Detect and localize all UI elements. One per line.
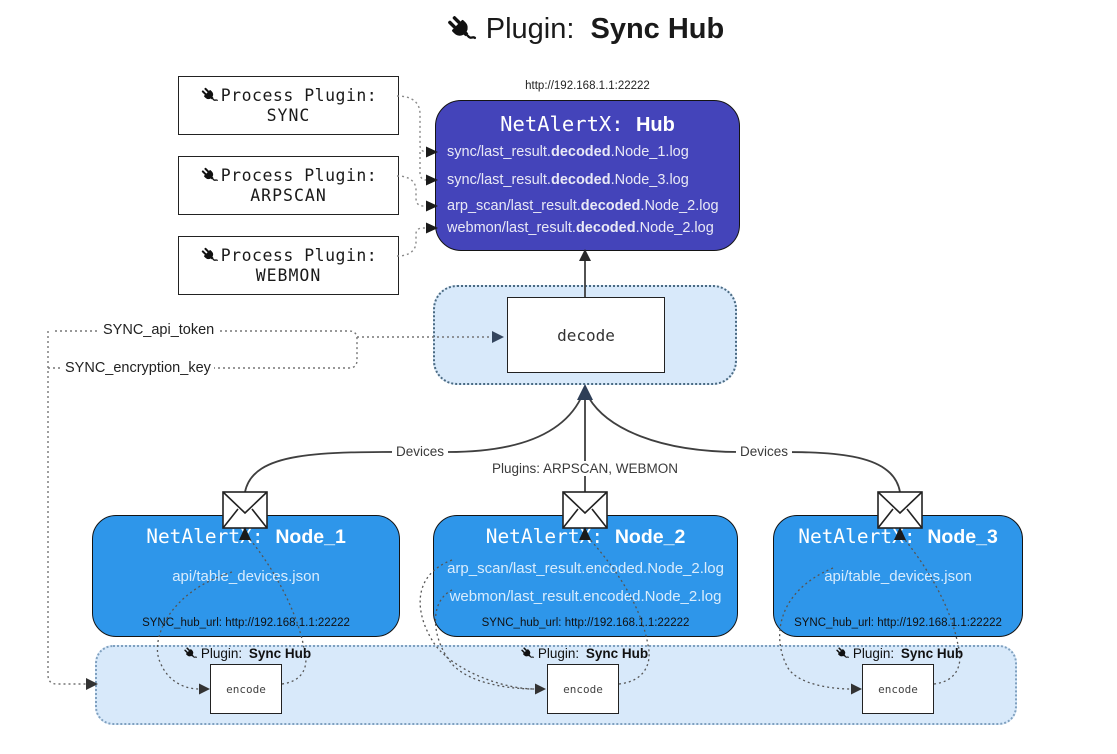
hub-node: NetAlertX: Hub sync/last_result.decoded.…	[435, 100, 740, 251]
title-name: Sync Hub	[590, 13, 725, 45]
node-title: NetAlertX: Node_2	[485, 525, 686, 548]
plug-icon	[520, 646, 535, 661]
process-plugin-label: Process Plugin:	[220, 246, 378, 265]
edge-label-devices-right: Devices	[735, 444, 793, 459]
edge-label-plugins: Plugins: ARPSCAN, WEBMON	[487, 461, 683, 476]
encode-box: encode	[210, 664, 282, 714]
hub-log-line: webmon/last_result.decoded.Node_2.log	[447, 220, 714, 236]
node-payload-line: arp_scan/last_result.encoded.Node_2.log	[447, 560, 724, 577]
band-plugin-label: Plugin: Sync Hub	[520, 646, 648, 661]
node-3-box: NetAlertX: Node_3 api/table_devices.json…	[773, 515, 1023, 637]
node-hub-url: SYNC_hub_url: http://192.168.1.1:22222	[142, 617, 350, 629]
plug-icon	[200, 86, 219, 105]
encode-box: encode	[547, 664, 619, 714]
node-1-box: NetAlertX: Node_1 api/table_devices.json…	[92, 515, 400, 637]
process-plugin-box-webmon: Process Plugin: WEBMON	[178, 236, 399, 295]
node-payload-line: webmon/last_result.encoded.Node_2.log	[449, 588, 722, 605]
node-title: NetAlertX: Node_1	[146, 525, 346, 548]
node-payload-line: api/table_devices.json	[824, 568, 972, 585]
diagram-title: Plugin: Sync Hub	[26, 13, 1117, 46]
node-hub-url: SYNC_hub_url: http://192.168.1.1:22222	[481, 617, 690, 629]
plug-icon	[445, 13, 478, 46]
node-2-box: NetAlertX: Node_2 arp_scan/last_result.e…	[433, 515, 738, 637]
plug-icon	[835, 646, 850, 661]
title-prefix: Plugin:	[485, 13, 583, 45]
hub-log-line: sync/last_result.decoded.Node_3.log	[447, 172, 689, 188]
devices-curves	[244, 397, 901, 493]
process-plugin-label: Process Plugin:	[220, 166, 378, 185]
node-title: NetAlertX: Node_3	[798, 525, 998, 548]
hub-url-label: http://192.168.1.1:22222	[525, 80, 650, 92]
decode-bottom-arrowhead	[577, 384, 593, 400]
band-plugin-label: Plugin: Sync Hub	[835, 646, 963, 661]
plugin-to-hub-connectors	[396, 95, 429, 257]
hub-title: NetAlertX: Hub	[436, 112, 739, 137]
decode-box: decode	[507, 297, 665, 373]
band-plugin-label: Plugin: Sync Hub	[183, 646, 311, 661]
hub-log-line: sync/last_result.decoded.Node_1.log	[447, 144, 689, 160]
hub-title-name: Hub	[635, 114, 675, 136]
process-plugin-box-sync: Process Plugin: SYNC	[178, 76, 399, 135]
node-hub-url: SYNC_hub_url: http://192.168.1.1:22222	[794, 617, 1002, 629]
process-plugin-name: WEBMON	[255, 266, 322, 285]
plug-icon	[200, 246, 219, 265]
encode-box: encode	[862, 664, 934, 714]
plug-icon	[183, 646, 198, 661]
sync-encryption-key-label: SYNC_encryption_key	[62, 360, 214, 376]
plug-icon	[200, 166, 219, 185]
process-plugin-name: SYNC	[266, 106, 311, 125]
node-payload-line: api/table_devices.json	[172, 568, 320, 585]
hub-title-app: NetAlertX:	[500, 112, 636, 136]
process-plugin-name: ARPSCAN	[250, 186, 327, 205]
process-plugin-label: Process Plugin:	[220, 86, 378, 105]
process-plugin-box-arpscan: Process Plugin: ARPSCAN	[178, 156, 399, 215]
sync-api-token-label: SYNC_api_token	[100, 322, 218, 338]
edge-label-devices-left: Devices	[391, 444, 449, 459]
hub-log-line: arp_scan/last_result.decoded.Node_2.log	[447, 198, 719, 214]
